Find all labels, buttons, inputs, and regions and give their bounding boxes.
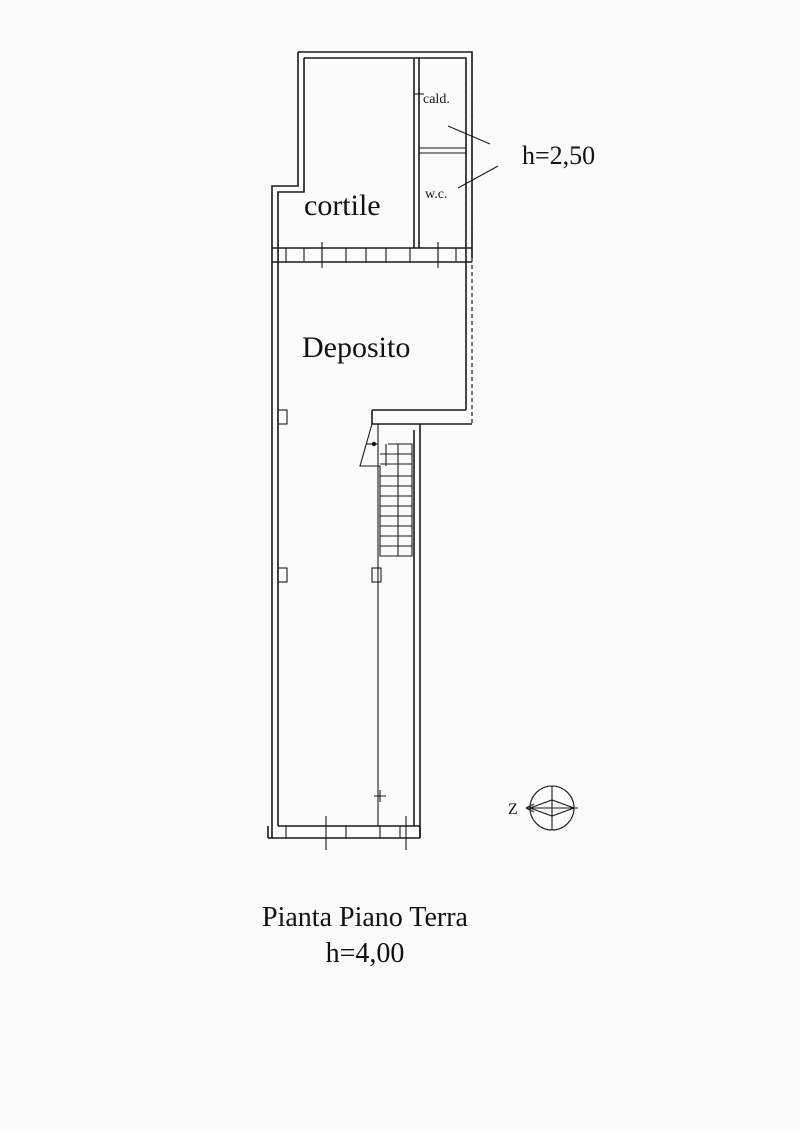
band-wall: [272, 242, 472, 268]
height-annotation: h=2,50: [522, 141, 595, 170]
compass-letter: Z: [508, 801, 518, 818]
bottom-band: [285, 816, 407, 850]
outer-walls: [267, 51, 473, 839]
pillars: [277, 409, 382, 583]
upper-partitions: [413, 58, 473, 258]
leader-lines: [447, 125, 499, 189]
compass-icon: [525, 785, 578, 831]
plan-caption-title: Pianta Piano Terra: [262, 902, 468, 933]
plan-caption-height: h=4,00: [325, 938, 405, 969]
room-label-cortile: cortile: [304, 189, 381, 222]
room-label-deposito: Deposito: [302, 331, 410, 364]
stair-column-line: [374, 424, 386, 826]
room-label-caldaia: cald.: [423, 92, 450, 107]
staircase: [359, 423, 413, 557]
room-label-wc: w.c.: [425, 187, 447, 202]
